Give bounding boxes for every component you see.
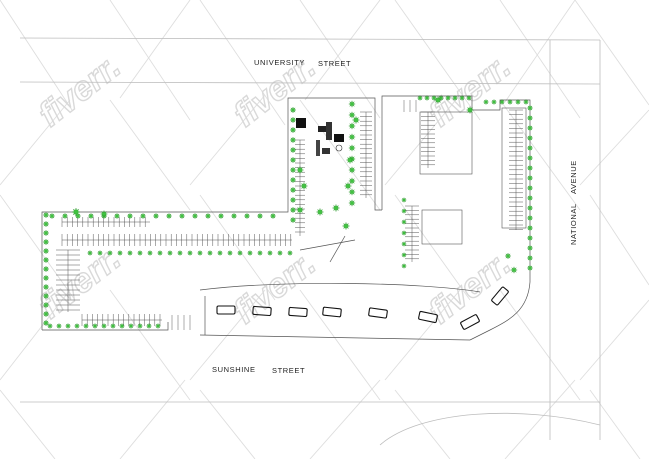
building-south bbox=[421, 209, 463, 245]
parking-mid-column bbox=[405, 205, 419, 262]
street-label-sunshine: SUNSHINE bbox=[212, 365, 256, 374]
playground-feature bbox=[296, 118, 344, 156]
parking-upper-column bbox=[360, 111, 435, 198]
building-east-strip bbox=[501, 107, 527, 229]
building-north bbox=[419, 111, 473, 175]
site-boundary bbox=[41, 95, 531, 341]
parking-main-row bbox=[61, 234, 292, 246]
watermark-text: fiverr. bbox=[422, 47, 518, 134]
street-label-national: NATIONAL bbox=[569, 203, 578, 245]
parking-east-column bbox=[509, 109, 523, 230]
crosswalk bbox=[171, 100, 417, 330]
watermark-text: fiverr. bbox=[32, 47, 128, 134]
buildings bbox=[419, 107, 527, 245]
watermark-text: fiverr. bbox=[227, 244, 323, 331]
street-label-university-street: STREET bbox=[318, 59, 351, 68]
street-label-sunshine-street: STREET bbox=[272, 366, 305, 375]
street-label-national-avenue: AVENUE bbox=[569, 160, 578, 194]
buses bbox=[216, 286, 509, 330]
parking-west-row bbox=[56, 217, 150, 312]
watermark-texts: fiverr. fiverr. fiverr. fiverr. fiverr. … bbox=[31, 47, 519, 332]
street-labels: UNIVERSITY STREET SUNSHINE STREET NATION… bbox=[212, 58, 578, 375]
street-edges bbox=[19, 37, 601, 446]
street-label-university: UNIVERSITY bbox=[254, 58, 305, 67]
trees bbox=[42, 94, 534, 330]
